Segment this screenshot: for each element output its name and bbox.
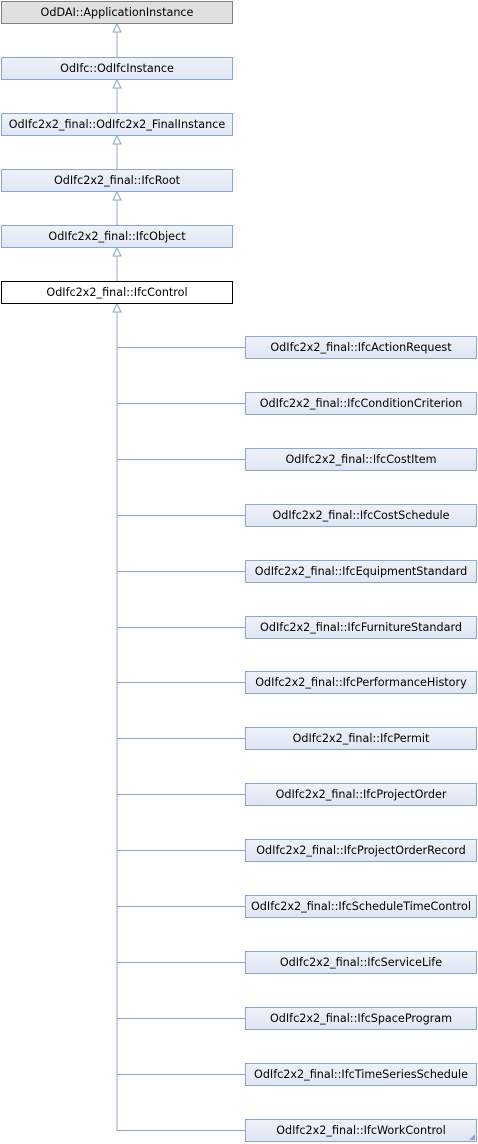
child-ifc-performance-history[interactable]: OdIfc2x2_final::IfcPerformanceHistory: [245, 671, 477, 694]
child-ifc-project-order-record[interactable]: OdIfc2x2_final::IfcProjectOrderRecord: [245, 839, 477, 862]
child-ifc-cost-schedule[interactable]: OdIfc2x2_final::IfcCostSchedule: [245, 504, 477, 527]
arrowhead-5: [112, 246, 122, 257]
child-ifc-time-series-schedule[interactable]: OdIfc2x2_final::IfcTimeSeriesSchedule: [245, 1063, 477, 1086]
arrowhead-1: [112, 22, 122, 33]
child-ifc-furniture-standard[interactable]: OdIfc2x2_final::IfcFurnitureStandard: [245, 616, 477, 639]
current-class-ifc-control: OdIfc2x2_final::IfcControl: [1, 281, 233, 304]
ancestor-od-ifc-instance[interactable]: OdIfc::OdIfcInstance: [1, 57, 233, 80]
child-ifc-space-program[interactable]: OdIfc2x2_final::IfcSpaceProgram: [245, 1007, 477, 1030]
ancestor-ifc-root[interactable]: OdIfc2x2_final::IfcRoot: [1, 169, 233, 192]
arrowhead-3: [112, 134, 122, 145]
child-ifc-action-request[interactable]: OdIfc2x2_final::IfcActionRequest: [245, 336, 477, 359]
child-trunk-arrowhead: [112, 302, 122, 313]
child-ifc-equipment-standard[interactable]: OdIfc2x2_final::IfcEquipmentStandard: [245, 560, 477, 583]
child-ifc-permit[interactable]: OdIfc2x2_final::IfcPermit: [245, 727, 477, 750]
child-ifc-service-life[interactable]: OdIfc2x2_final::IfcServiceLife: [245, 951, 477, 974]
child-ifc-condition-criterion[interactable]: OdIfc2x2_final::IfcConditionCriterion: [245, 392, 477, 415]
ancestor-od-ifc2x2-final-instance[interactable]: OdIfc2x2_final::OdIfc2x2_FinalInstance: [1, 113, 233, 136]
child-ifc-schedule-time-control[interactable]: OdIfc2x2_final::IfcScheduleTimeControl: [245, 895, 477, 918]
arrowhead-2: [112, 78, 122, 89]
arrowhead-4: [112, 190, 122, 201]
ancestor-application-instance[interactable]: OdDAI::ApplicationInstance: [1, 1, 233, 24]
child-ifc-project-order[interactable]: OdIfc2x2_final::IfcProjectOrder: [245, 783, 477, 806]
ancestor-ifc-object[interactable]: OdIfc2x2_final::IfcObject: [1, 225, 233, 248]
child-ifc-cost-item[interactable]: OdIfc2x2_final::IfcCostItem: [245, 448, 477, 471]
child-ifc-work-control[interactable]: OdIfc2x2_final::IfcWorkControl: [245, 1119, 477, 1142]
